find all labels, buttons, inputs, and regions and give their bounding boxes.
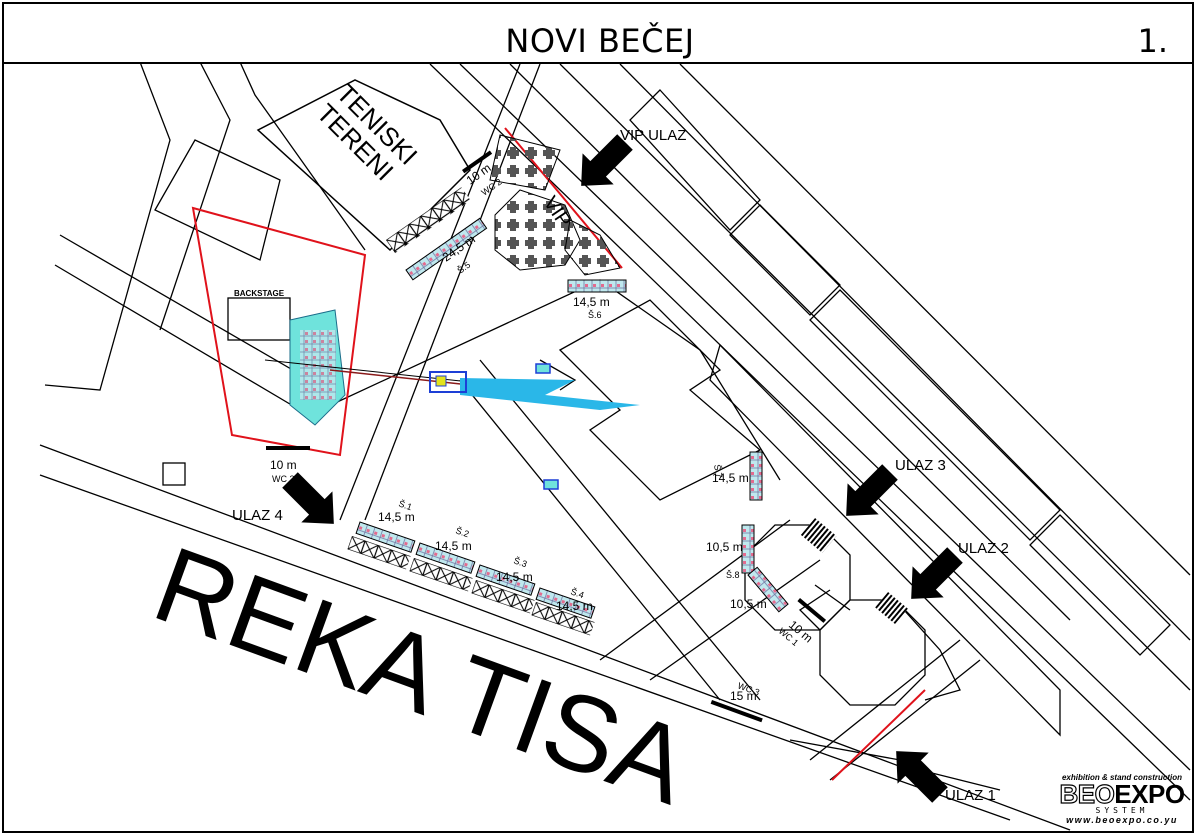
- concert-zone-boundary: [191, 206, 367, 457]
- ulaz2-entrance-arrow: [911, 547, 963, 599]
- ulaz3-label: ULAZ 3: [895, 457, 946, 474]
- wc-and-stairs: [266, 150, 908, 723]
- stand-1-length: 14,5 m: [378, 510, 415, 524]
- ulaz1-entrance-arrow: [896, 751, 948, 803]
- stand-8-code: Š.8: [726, 570, 740, 580]
- stand-3-code: Š.3: [512, 555, 528, 569]
- main-stage: [264, 309, 640, 490]
- stand-1-code: Š.1: [397, 498, 413, 512]
- title-bar: [4, 4, 1192, 64]
- stand-blocks: [355, 217, 789, 619]
- stand-7-length: 14,5 m: [712, 471, 749, 485]
- logo-system: SYSTEM: [1095, 806, 1149, 815]
- wc-2-code: WC 2: [272, 474, 295, 484]
- page-number: 1.: [1137, 22, 1168, 60]
- logo-url: www.beoexpo.co.yu: [1066, 815, 1178, 825]
- stand-8-length-b: 10,5 m: [730, 597, 767, 611]
- stand-labels: Š.1 14,5 m Š.2 14,5 m Š.3 14,5 m Š.4 14,…: [378, 232, 767, 613]
- stand-6-code: Š.6: [588, 310, 602, 320]
- stand-4-length: 14,5 m: [556, 599, 593, 613]
- stand-6-length: 14,5 m: [573, 295, 610, 309]
- ulaz4-label: ULAZ 4: [232, 507, 283, 524]
- logo-brand: BEOEXPO: [1059, 779, 1185, 809]
- backstage-label: BACKSTAGE: [234, 289, 285, 298]
- truss-rows: [347, 187, 595, 636]
- ulaz1-label: ULAZ 1: [945, 787, 996, 804]
- beoexpo-logo: exhibition & stand construction BEOEXPO …: [1058, 773, 1186, 825]
- ulaz3-entrance-arrow: [846, 464, 898, 516]
- stand-3-length: 14,5 m: [496, 570, 533, 584]
- tennis-courts-label: TENISKI TERENI: [311, 78, 429, 196]
- map-title: NOVI BEČEJ: [505, 22, 695, 60]
- vip-area: [489, 134, 621, 276]
- stand-2-code: Š.2: [454, 525, 470, 539]
- vip-entrance-arrow: [581, 134, 633, 186]
- ulaz1-gate-line: [831, 689, 926, 781]
- entrance-arrows: [282, 134, 963, 803]
- vip-entrance-label: VIP ULAZ: [620, 127, 686, 144]
- logo-tagline: exhibition & stand construction: [1061, 773, 1182, 782]
- stand-4-code: Š.4: [569, 586, 585, 600]
- stand-7-code: Š.7: [712, 464, 724, 479]
- ulaz4-entrance-arrow: [282, 472, 334, 524]
- road-network: [39, 64, 1191, 831]
- stand-8-length-a: 10,5 m: [706, 540, 743, 554]
- site-plan: TENISKI TERENI VIP BACKSTAGE REKA TISA V…: [39, 64, 1191, 831]
- ulaz2-label: ULAZ 2: [958, 540, 1009, 557]
- stand-2-length: 14,5 m: [435, 539, 472, 553]
- wc-2-length: 10 m: [270, 458, 297, 472]
- stand-5-code: Š.5: [455, 260, 472, 276]
- wc-3-length: 15 m: [730, 689, 757, 703]
